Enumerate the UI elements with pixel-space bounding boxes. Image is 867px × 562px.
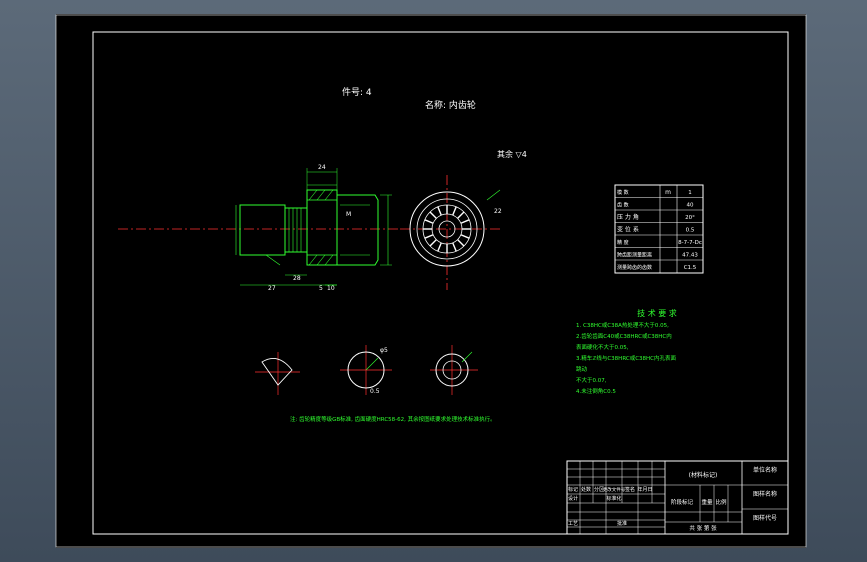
notes-title: 技 术 要 求 (637, 308, 677, 318)
gear-tooth (457, 211, 465, 219)
note-line: 不大于0.07, (576, 376, 607, 384)
tb-scale: 比例 (715, 498, 727, 506)
gear-tooth (429, 211, 437, 219)
front-gear-view (400, 175, 501, 290)
gear-table-cell: 40 (687, 203, 694, 209)
gear-table-cell: C1.5 (684, 265, 697, 271)
tb-material: (材料标记) (689, 471, 718, 479)
gear-table-cell: 0.5 (686, 228, 695, 234)
dim-27: 27 (268, 285, 276, 292)
gear-table-cell: 8-7-7-Dc (678, 240, 702, 246)
gear-table-cell: 齿 数 (617, 202, 629, 209)
dim-10: 10 (327, 285, 335, 292)
title-block (566, 460, 789, 535)
dim-m: M (346, 211, 351, 218)
part-number: 件号: 4 (342, 86, 372, 98)
detail-view-3 (430, 345, 478, 395)
gear-table-cell: 1 (688, 190, 692, 196)
roughness-note: 其余 ▽4 (497, 149, 527, 159)
gear-parameter-table (614, 184, 704, 274)
inner-frame (92, 31, 789, 535)
tb-count: 处数 (581, 486, 591, 493)
note-line: 4.未注倒角C0.5 (576, 387, 616, 395)
gear-table-cell: 变 位 系 (617, 226, 639, 234)
gear-tooth (429, 239, 437, 247)
gear-tooth (452, 242, 457, 252)
tb-process: 工艺 (568, 521, 578, 527)
note-line: 跳动 (576, 365, 588, 373)
detail-view-2 (340, 345, 392, 395)
tb-weight: 重量 (701, 498, 713, 506)
gear-tooth (424, 234, 434, 239)
note-line: 表面硬化不大于0.05, (576, 343, 629, 351)
note-line: 3.精车ℤ线与C38HRC或C38HC内孔表面 (576, 354, 677, 362)
gear-table-cell: m (665, 189, 671, 196)
gear-tooth (424, 219, 434, 224)
tb-drawing-name: 图样名称 (753, 490, 777, 498)
tb-designer: 设计 (568, 495, 578, 502)
tb-sheets: 共 张 第 张 (689, 524, 717, 532)
dim-05: 0.5 (370, 388, 380, 395)
gear-table-cell: 测量跨齿的齿数 (617, 264, 652, 271)
gear-table-cell: 跨齿距测量距离 (617, 252, 652, 259)
gear-tooth (437, 206, 442, 216)
gear-tooth (452, 206, 457, 216)
tb-drawing-code: 图样代号 (753, 514, 777, 522)
gear-table-cell: 模 数 (617, 189, 629, 196)
tb-company: 单位名称 (753, 466, 777, 474)
dim-24: 24 (318, 164, 326, 171)
note-line: 2.齿轮齿面C40或C38HRC或C38HC内 (576, 332, 672, 340)
note-line: 1. C38HC或C38A热处理不大于0.05, (576, 321, 669, 329)
tb-mark: 标记 (568, 486, 578, 493)
gear-table-cell: 精 度 (617, 239, 629, 246)
dim-28: 28 (293, 275, 301, 282)
outer-frame (55, 14, 807, 548)
tb-stage: 阶段标记 (671, 498, 694, 506)
tb-approve: 批准 (617, 520, 627, 527)
tb-date: 年月日 (637, 486, 652, 493)
gear-table-cell: 20° (685, 215, 695, 221)
tb-zone: 分区 (594, 486, 604, 493)
tb-sign: 签名 (625, 486, 635, 493)
drawing-sheet (56, 14, 806, 548)
gear-tooth (457, 239, 465, 247)
gear-table-cell: 47.43 (682, 253, 698, 259)
bottom-note: 注: 齿轮精度等级GB标准, 齿面硬度HRC58-62, 其余按图纸要求处理技术… (290, 415, 496, 423)
detail-view-1 (255, 352, 300, 395)
tb-change-no: 更改文件号 (603, 486, 626, 493)
tb-std: 标准化 (606, 495, 621, 502)
gear-tooth (460, 219, 470, 224)
dim-5: 5 (319, 285, 323, 292)
gear-tooth (437, 242, 442, 252)
part-name: 名称: 内齿轮 (425, 99, 476, 111)
dim-angle: 22 (494, 208, 502, 215)
gear-teeth (423, 205, 471, 253)
gear-table-cell: 压 力 角 (617, 213, 639, 221)
side-section-view (118, 168, 400, 286)
gear-tooth (460, 234, 470, 239)
dim-phi5: φ5 (380, 347, 388, 354)
